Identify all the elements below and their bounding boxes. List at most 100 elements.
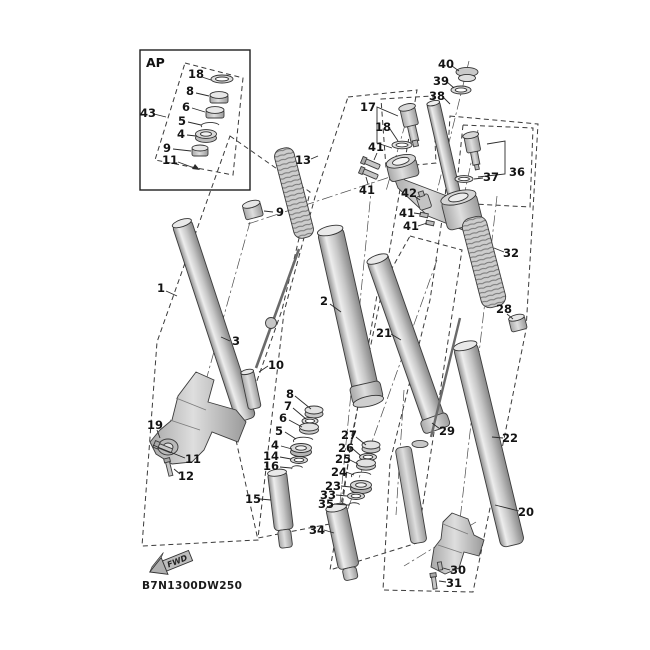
svg-text:5: 5: [178, 114, 186, 128]
cap-bolt-40: [455, 66, 479, 83]
svg-text:2: 2: [320, 294, 328, 308]
callout-19[interactable]: 19: [147, 418, 163, 439]
callout-33[interactable]: 33: [320, 488, 348, 502]
ap-part-seal-4: [195, 129, 217, 143]
callout-27[interactable]: 27: [341, 428, 367, 446]
callout-15[interactable]: 15: [245, 492, 272, 506]
svg-text:33: 33: [320, 488, 336, 502]
callout-23[interactable]: 23: [325, 479, 352, 493]
svg-text:19: 19: [147, 418, 163, 432]
bushing-25: [356, 458, 376, 471]
callout-2[interactable]: 2: [320, 294, 342, 313]
callout-3[interactable]: 3: [220, 334, 240, 348]
damper-rod-29: [395, 317, 462, 544]
callout-40[interactable]: 40: [438, 57, 460, 72]
callout-10[interactable]: 10: [258, 358, 284, 373]
axle-bolt-19: [152, 440, 173, 454]
svg-text:8: 8: [186, 84, 194, 98]
callout-41-4[interactable]: 41: [403, 219, 428, 233]
clip-24: [351, 471, 372, 478]
callout-29[interactable]: 29: [431, 422, 455, 438]
svg-text:4: 4: [271, 438, 279, 452]
svg-text:21: 21: [376, 326, 392, 340]
callout-30[interactable]: 30: [442, 563, 466, 577]
callout-5[interactable]: 5: [275, 424, 297, 440]
callout-26[interactable]: 26: [338, 441, 362, 457]
callout-21[interactable]: 21: [376, 326, 402, 341]
callout-31[interactable]: 31: [438, 576, 462, 590]
svg-text:6: 6: [279, 411, 287, 425]
svg-text:5: 5: [275, 424, 283, 438]
svg-text:36: 36: [509, 165, 525, 179]
callout-39[interactable]: 39: [433, 74, 455, 89]
svg-text:35: 35: [318, 497, 334, 511]
under-bracket-assembly: [357, 153, 483, 231]
callout-34[interactable]: 34: [309, 523, 335, 537]
callout-17[interactable]: 17: [360, 100, 376, 114]
svg-text:38: 38: [429, 89, 445, 103]
svg-text:7: 7: [284, 399, 292, 413]
callout-43[interactable]: 43: [140, 106, 156, 120]
callout-24[interactable]: 24: [331, 465, 355, 479]
callout-20[interactable]: 20: [494, 504, 534, 519]
boundary-box-17-18: [380, 95, 437, 169]
svg-text:34: 34: [309, 523, 325, 537]
callout-38[interactable]: 38: [429, 89, 451, 105]
slide-bushing-27: [361, 440, 381, 454]
svg-text:24: 24: [331, 465, 347, 479]
washer-39: [450, 85, 472, 95]
callout-4[interactable]: 4: [271, 438, 293, 452]
callout-13[interactable]: 13: [295, 153, 319, 167]
svg-text:41: 41: [403, 219, 419, 233]
pinch-bolt-41-left-1: [359, 155, 381, 170]
svg-text:18: 18: [375, 120, 391, 134]
svg-text:43: 43: [140, 106, 156, 120]
damper-case-15: [267, 468, 294, 549]
bracket-42: [416, 190, 432, 211]
damper-rod-10: [240, 248, 301, 410]
callout-28[interactable]: 28: [496, 302, 514, 320]
callout-7[interactable]: 7: [284, 399, 307, 420]
ap-inset-box: [139, 49, 251, 191]
callout-12[interactable]: 12: [173, 468, 194, 483]
callout-5-ap[interactable]: 5: [178, 114, 202, 128]
callout-9[interactable]: 9: [263, 205, 284, 219]
callout-6[interactable]: 6: [279, 411, 303, 428]
callout-11[interactable]: 11: [152, 444, 201, 466]
fork-spring-32: [461, 215, 507, 309]
svg-text:32: 32: [503, 246, 519, 260]
bracket-lines: [153, 106, 506, 178]
svg-text:25: 25: [335, 452, 351, 466]
callout-36[interactable]: 36: [509, 165, 525, 179]
callout-32[interactable]: 32: [493, 246, 519, 260]
callout-14[interactable]: 14: [263, 449, 292, 463]
callout-41-2[interactable]: 41: [359, 176, 375, 197]
callout-22[interactable]: 22: [491, 431, 518, 445]
svg-text:15: 15: [245, 492, 261, 506]
slide-bushing-8: [304, 405, 324, 419]
callout-8-ap[interactable]: 8: [186, 84, 210, 98]
callout-37[interactable]: 37: [473, 170, 499, 184]
inner-tube-2: [316, 224, 384, 408]
spacer-9: [242, 199, 264, 221]
svg-text:22: 22: [502, 431, 518, 445]
callout-9-ap[interactable]: 9: [163, 141, 192, 155]
callout-25[interactable]: 25: [335, 452, 359, 466]
callout-35[interactable]: 35: [318, 497, 349, 511]
callout-6-ap[interactable]: 6: [182, 100, 206, 114]
callout-1[interactable]: 1: [157, 281, 178, 297]
callout-11-ap[interactable]: 11: [162, 153, 200, 170]
callout-42[interactable]: 42: [401, 186, 421, 201]
callout-4-ap[interactable]: 4: [177, 127, 197, 141]
callout-41-1[interactable]: 41: [368, 140, 384, 161]
svg-text:8: 8: [286, 387, 294, 401]
spacer-28: [508, 313, 528, 333]
svg-text:6: 6: [182, 100, 190, 114]
callout-18-ap[interactable]: 18: [188, 67, 212, 81]
callout-8[interactable]: 8: [286, 387, 312, 410]
callout-16[interactable]: 16: [263, 459, 292, 473]
boundary-box-assembly-20: [382, 115, 539, 593]
callout-41-3[interactable]: 41: [399, 206, 422, 220]
callout-18[interactable]: 18: [375, 120, 399, 142]
